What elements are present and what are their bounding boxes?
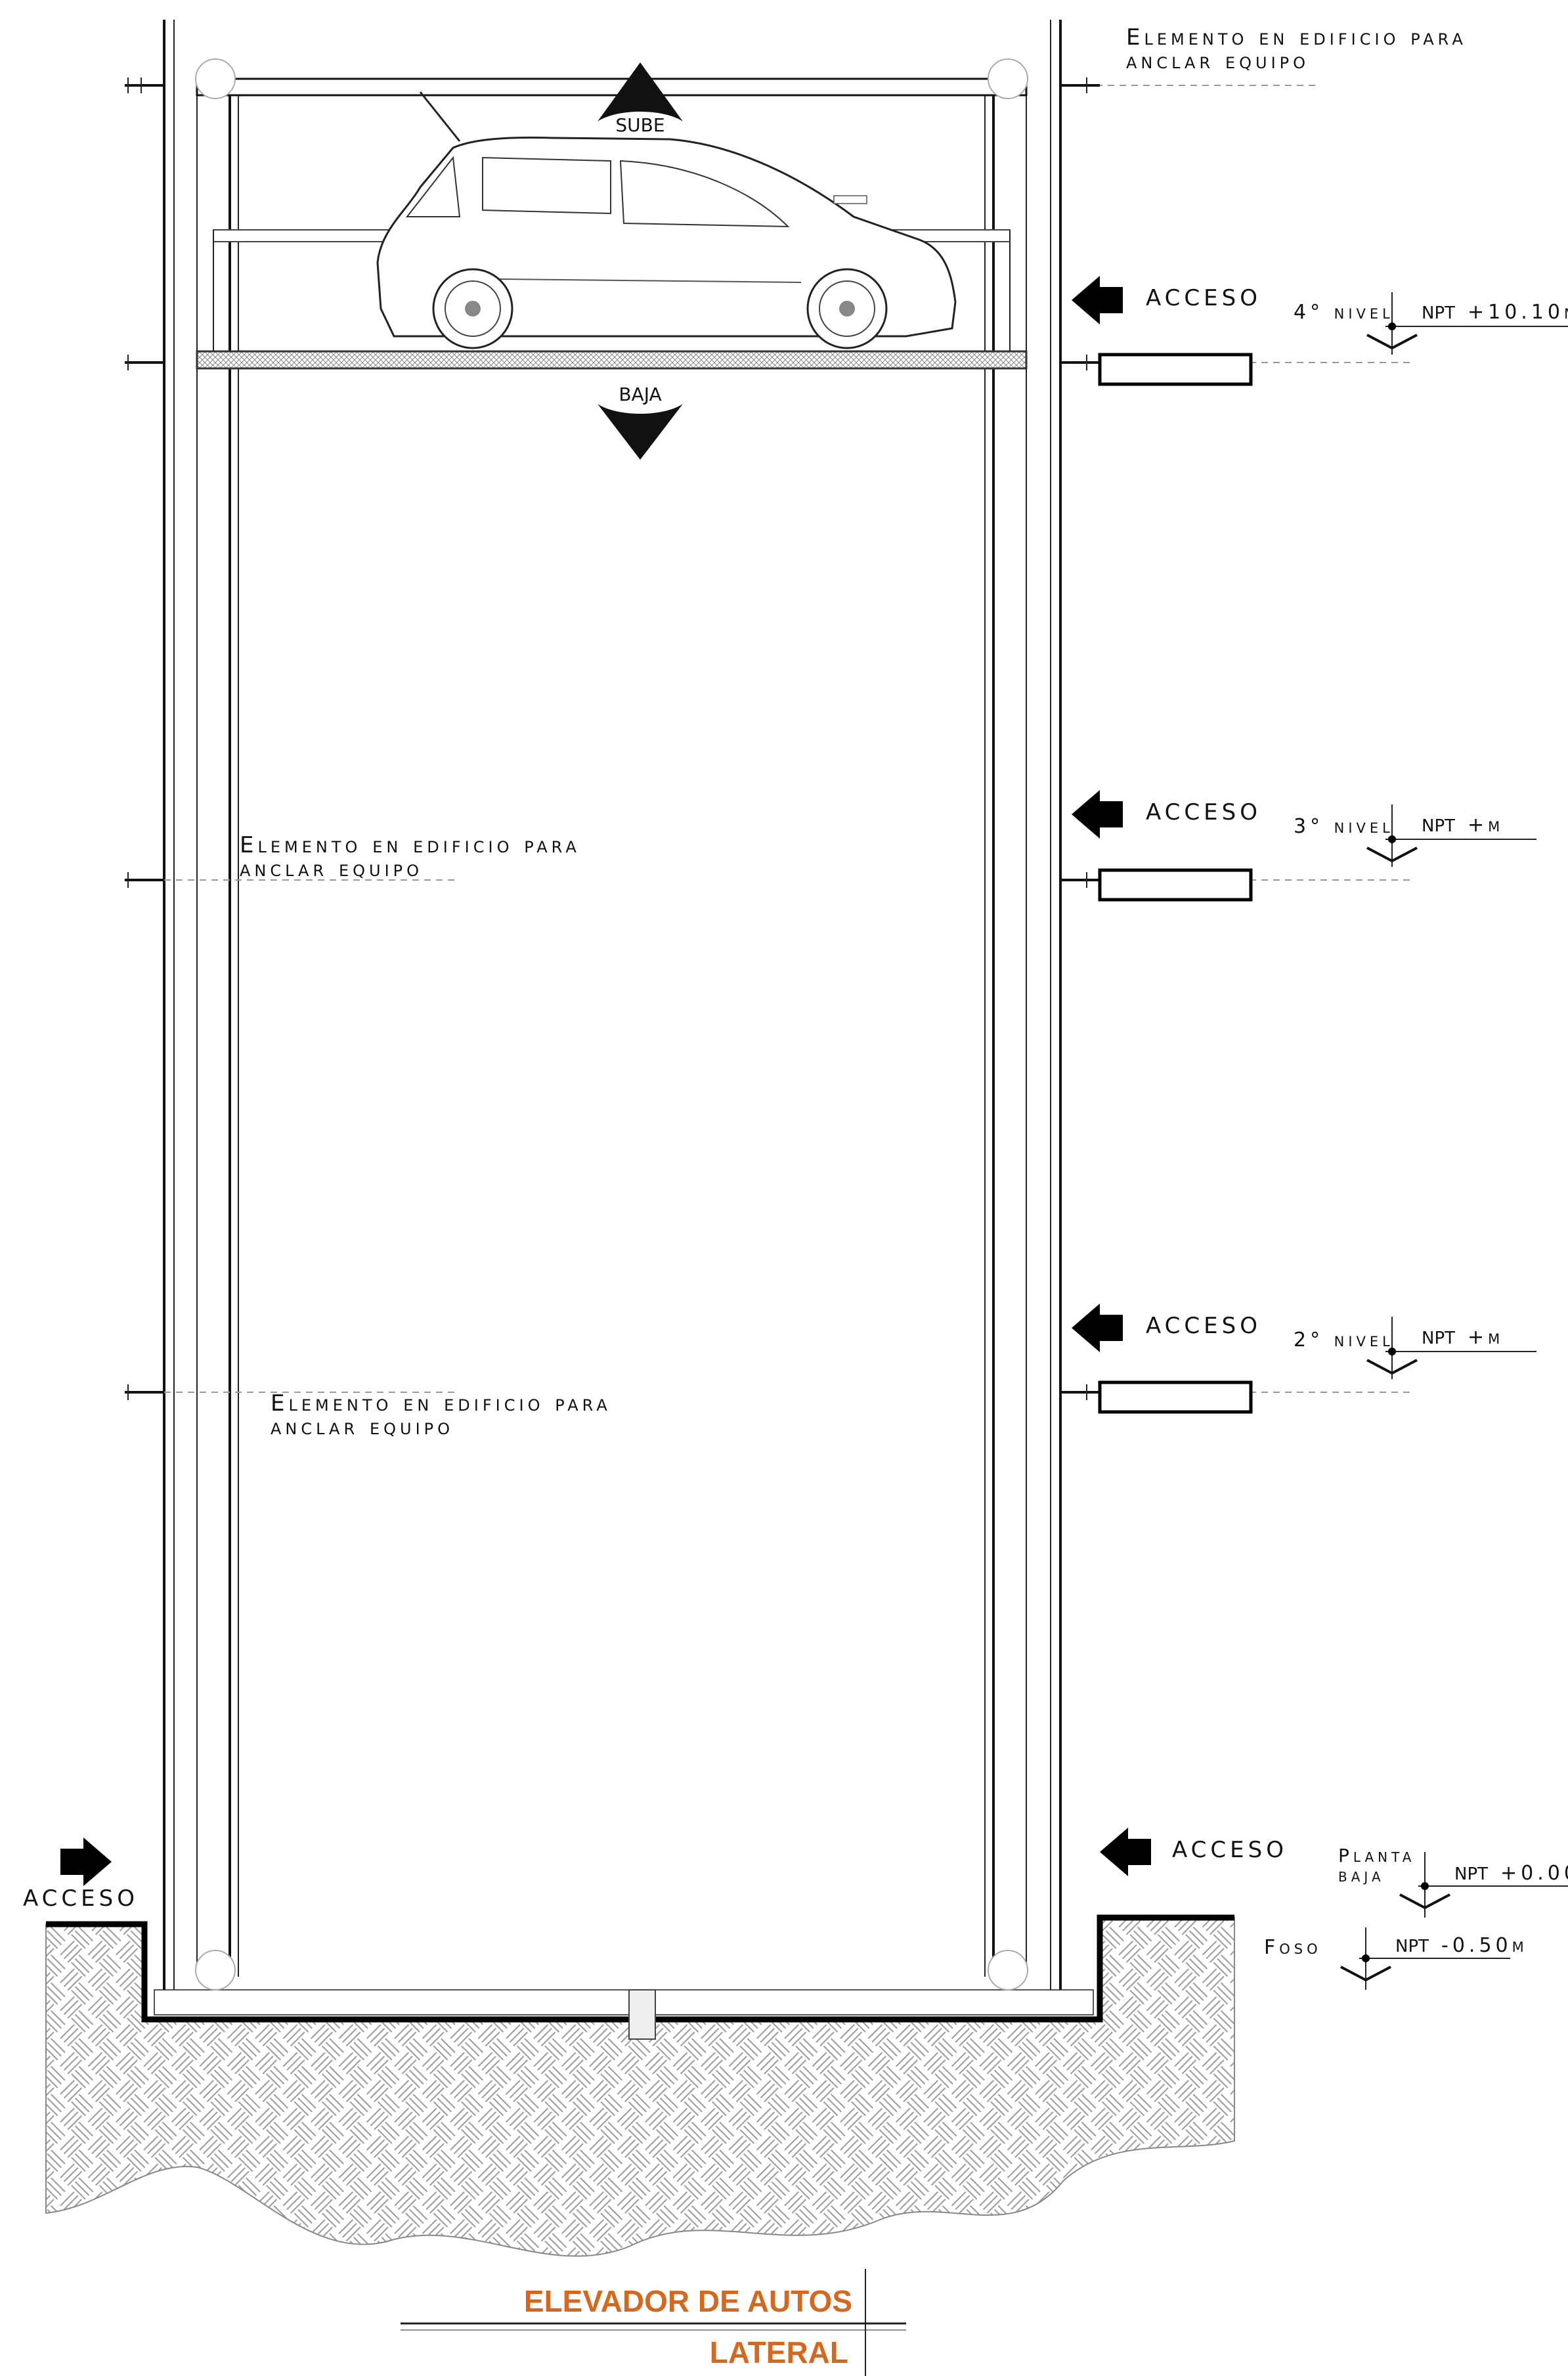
access-arrow-icon xyxy=(1072,790,1123,839)
access-arrow-left-icon xyxy=(60,1837,112,1886)
floor-slab xyxy=(1098,1380,1253,1414)
anchor-note-mid-lower-line2: anclar equipo xyxy=(271,1414,454,1440)
access-label-left: ACCESO xyxy=(23,1885,139,1912)
car-icon xyxy=(376,91,957,349)
npt-label: NPT xyxy=(1422,303,1455,323)
up-label: SUBE xyxy=(615,114,664,136)
access-arrow-icon xyxy=(1072,1304,1123,1352)
floor-slab xyxy=(1098,353,1253,386)
pit-slab xyxy=(154,1989,1094,2015)
npt-label: NPT xyxy=(1422,1329,1455,1348)
floor-slab xyxy=(1098,868,1253,902)
access-label: ACCESO xyxy=(1146,285,1261,311)
anchor-ties xyxy=(125,77,1412,1400)
level-2: ACCESO 2° nivel NPT +m xyxy=(1072,1304,1536,1414)
npt-value: +m xyxy=(1468,814,1504,837)
level-name: 3° nivel xyxy=(1294,815,1394,838)
level-4: ACCESO 4° nivel NPT +10.10m xyxy=(1072,276,1568,386)
access-arrow-icon xyxy=(1072,276,1123,324)
planta-label-line2: baja xyxy=(1338,1864,1385,1886)
ground-level: ACCESO ACCESO Planta baja NPT +0.00 Foso… xyxy=(23,1828,1568,1990)
center-drain xyxy=(628,1989,656,2040)
up-arrow-icon xyxy=(598,62,683,121)
elevator-frame xyxy=(163,20,1062,1991)
npt-value: +10.10m xyxy=(1468,301,1568,324)
access-arrow-right-icon xyxy=(1100,1828,1151,1876)
npt-value: +m xyxy=(1468,1326,1504,1349)
access-label-right: ACCESO xyxy=(1172,1837,1288,1863)
ground-npt-value: +0.00 xyxy=(1500,1862,1568,1885)
down-arrow-icon xyxy=(598,404,683,460)
pit-outline xyxy=(46,1914,1234,2023)
ground-soil xyxy=(45,1917,1235,2257)
foso-label: Foso xyxy=(1264,1936,1322,1959)
foso-npt-label: NPT xyxy=(1395,1937,1429,1956)
anchor-note-mid-lower-line1: Elemento en edificio para xyxy=(271,1390,611,1417)
access-label: ACCESO xyxy=(1146,799,1261,825)
level-name: 2° nivel xyxy=(1294,1329,1394,1352)
npt-label: NPT xyxy=(1422,816,1455,836)
access-label: ACCESO xyxy=(1146,1313,1261,1339)
title-line1: ELEVADOR DE AUTOS xyxy=(524,2284,852,2318)
ground-npt-label: NPT xyxy=(1454,1864,1488,1884)
title-block: ELEVADOR DE AUTOS LATERAL xyxy=(401,2269,906,2376)
level-name: 4° nivel xyxy=(1294,301,1394,324)
planta-label-line1: Planta xyxy=(1338,1845,1415,1866)
anchor-note-top-line1: Elemento en edificio para xyxy=(1126,24,1467,51)
anchor-note-mid-upper-line2: anclar equipo xyxy=(240,856,423,882)
level-3: ACCESO 3° nivel NPT +m xyxy=(1072,790,1536,902)
down-label: BAJA xyxy=(619,384,661,405)
foso-npt-value: -0.50m xyxy=(1441,1934,1528,1957)
anchor-note-mid-upper-line1: Elemento en edificio para xyxy=(240,832,580,858)
title-line2: LATERAL xyxy=(710,2335,848,2369)
anchor-note-top-line2: anclar equipo xyxy=(1126,48,1309,74)
